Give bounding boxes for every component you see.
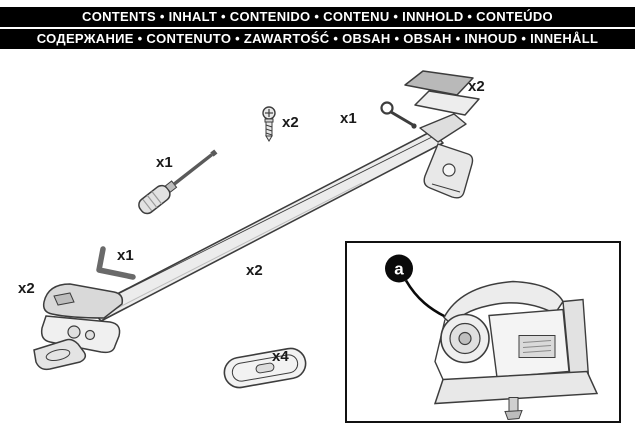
- banner-line-2: СОДЕРЖАНИЕ • CONTENUTO • ZAWARTOŚĆ • OBS…: [0, 29, 635, 49]
- inset-callout-label: a: [394, 260, 404, 279]
- contents-banner: CONTENTS • INHALT • CONTENIDO • CONTENU …: [0, 7, 635, 51]
- callout-circle: [385, 254, 413, 283]
- end-cover-qty-label: x2: [468, 78, 485, 95]
- hex-key-qty-label: x1: [117, 247, 134, 264]
- screwdriver-illustration: [133, 148, 237, 225]
- end-cover-illustration: [393, 68, 485, 123]
- foot-qty-label: x2: [18, 280, 35, 297]
- screw-qty-label: x2: [282, 114, 299, 131]
- foot-illustration: [26, 272, 154, 379]
- pin-illustration: [378, 100, 420, 137]
- screwdriver-qty-label: x1: [156, 154, 173, 171]
- pin-qty-label: x1: [340, 110, 357, 127]
- crossbar-illustration: [62, 104, 492, 344]
- crossbar-qty-label: x2: [246, 262, 263, 279]
- clamp-detail-inset: a: [345, 241, 621, 423]
- screw-illustration: [258, 106, 280, 147]
- pad-qty-label: x4: [272, 348, 289, 365]
- hex-key-illustration: [92, 244, 140, 289]
- pad-illustration: [218, 340, 316, 403]
- banner-line-1: CONTENTS • INHALT • CONTENIDO • CONTENU …: [0, 7, 635, 27]
